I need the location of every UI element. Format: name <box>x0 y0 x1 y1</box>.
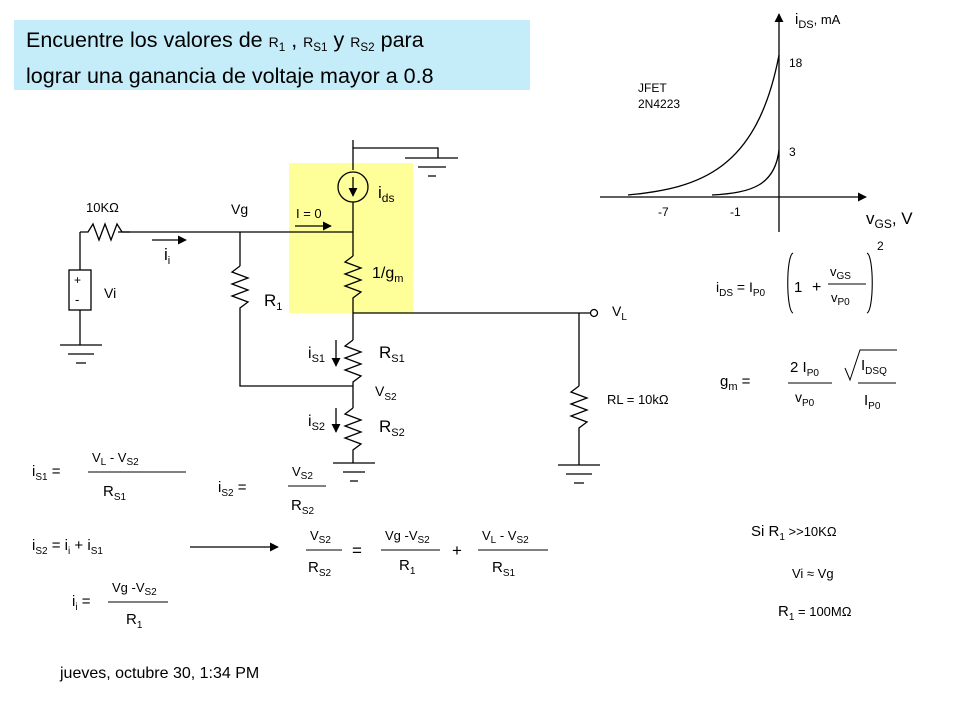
svg-text:vGS: vGS <box>830 264 851 282</box>
rs2-label: RS2 <box>379 417 405 439</box>
is1-equation: iS1 = VL - VS2 RS1 <box>32 450 186 503</box>
svg-text:=: = <box>352 541 362 560</box>
drain-ground <box>352 140 458 177</box>
svg-text:R1: R1 <box>126 611 143 631</box>
title-r1: R1 <box>268 34 286 54</box>
svg-text:VS2: VS2 <box>292 464 313 482</box>
device-name: JFET <box>638 81 667 95</box>
svg-text:VS2: VS2 <box>310 528 331 546</box>
title-text-2: lograr una ganancia de voltaje mayor a 0… <box>26 63 434 88</box>
inv-gm-label: 1/gm <box>372 265 403 285</box>
rs1-label: RS1 <box>379 343 405 365</box>
svg-text:RS1: RS1 <box>492 559 516 579</box>
ids-label: ids <box>378 183 394 205</box>
tick-3: 3 <box>789 145 796 159</box>
is2-equation: iS2 = VS2 RS2 <box>218 464 326 517</box>
title-rs2: RS2 <box>350 34 375 54</box>
svg-text:VL - VS2: VL - VS2 <box>482 528 529 546</box>
svg-text:RS1: RS1 <box>103 483 127 503</box>
rl-ground <box>558 464 600 484</box>
svg-text:iS2 =: iS2 = <box>218 479 247 499</box>
tick-minus-1: -1 <box>730 205 741 219</box>
svg-text:+: + <box>812 279 821 296</box>
svg-text:VL - VS2: VL - VS2 <box>92 450 139 468</box>
r1-label: R1 <box>264 291 282 313</box>
svg-text:1: 1 <box>794 279 802 296</box>
vg-label: Vg <box>231 201 248 217</box>
current-zero-label: I = 0 <box>296 206 322 221</box>
vl-terminal <box>589 308 599 318</box>
tick-minus-7: -7 <box>658 205 669 219</box>
date-footer: jueves, octubre 30, 1:34 PM <box>60 665 260 682</box>
transfer-graph: iDS, mA vGS, V JFET 2N4223 18 3 -7 -1 <box>600 11 913 232</box>
title-rs1: RS1 <box>303 34 328 54</box>
svg-text:vP0: vP0 <box>795 389 815 409</box>
rl-resistor <box>569 385 589 465</box>
device-part: 2N4223 <box>638 97 680 111</box>
source-resistor <box>80 222 130 242</box>
condition-note: Si R1 >>10KΩ <box>751 523 837 543</box>
vl-label: VL <box>612 303 627 323</box>
source-resistor-label: 10KΩ <box>86 200 119 215</box>
svg-text:R1: R1 <box>399 557 416 577</box>
ii-equation: ii = Vg -VS2 R1 <box>72 580 168 631</box>
r1-value-note: R1 = 100MΩ <box>778 603 852 623</box>
vs2-label: VS2 <box>375 383 397 403</box>
design-notes: Si R1 >>10KΩ Vi ≈ Vg R1 = 100MΩ <box>751 523 852 623</box>
svg-text:2: 2 <box>877 239 884 253</box>
svg-text:IP0: IP0 <box>864 392 881 412</box>
kcl-equation: iS2 = ii + iS1 <box>32 537 279 557</box>
svg-text:iDS = IP0: iDS = IP0 <box>716 279 766 299</box>
svg-text:vP0: vP0 <box>831 290 850 308</box>
curve-3ma <box>711 149 780 196</box>
approx-note: Vi ≈ Vg <box>792 566 834 581</box>
y-axis-label: iDS, mA <box>795 11 841 31</box>
vi-label: Vi <box>104 285 116 301</box>
rl-label: RL = 10kΩ <box>607 392 669 407</box>
curve-18ma <box>627 54 780 196</box>
vi-ground <box>60 344 102 364</box>
plus-sign: + <box>74 273 81 287</box>
svg-text:Vg -VS2: Vg -VS2 <box>112 580 157 598</box>
title-text-1: Encuentre los valores de <box>26 28 269 52</box>
tick-18: 18 <box>789 56 803 70</box>
jfet-model-box <box>289 163 413 313</box>
svg-text:+: + <box>452 541 462 560</box>
svg-text:RS2: RS2 <box>291 497 315 517</box>
minus-sign: - <box>75 292 79 307</box>
is1-label: iS1 <box>308 345 325 365</box>
svg-text:iS2 = ii + iS1: iS2 = ii + iS1 <box>32 537 103 557</box>
title-box: Encuentre los valores de R1 , RS1 y RS2 … <box>14 20 530 90</box>
svg-text:IDSQ: IDSQ <box>861 357 887 377</box>
svg-text:ii =: ii = <box>72 593 91 613</box>
circuit <box>60 140 600 484</box>
x-axis-label: vGS, V <box>866 209 913 231</box>
rs1-resistor <box>343 339 363 408</box>
inv-gm-resistor <box>343 255 363 340</box>
svg-text:Vg -VS2: Vg -VS2 <box>385 528 430 546</box>
svg-text:2 IP0: 2 IP0 <box>790 359 819 379</box>
rs2-resistor <box>343 407 363 463</box>
circuit-labels: 10KΩ + - Vi Vg ii I = 0 ids 1/gm R1 iS1 … <box>74 183 669 439</box>
rs2-ground <box>333 462 375 482</box>
is2-label: iS2 <box>308 413 325 433</box>
ids-equation: iDS = IP0 1 + vGS vP0 2 <box>716 239 884 314</box>
ii-label: ii <box>164 245 170 267</box>
combined-equation: VS2 RS2 = Vg -VS2 R1 + VL - VS2 RS1 <box>306 528 548 579</box>
svg-text:iS1 =: iS1 = <box>32 463 61 483</box>
r1-resistor <box>230 265 353 387</box>
svg-text:gm =: gm = <box>720 373 751 393</box>
svg-text:RS2: RS2 <box>308 559 332 579</box>
gm-equation: gm = 2 IP0 vP0 IDSQ IP0 <box>720 349 897 412</box>
